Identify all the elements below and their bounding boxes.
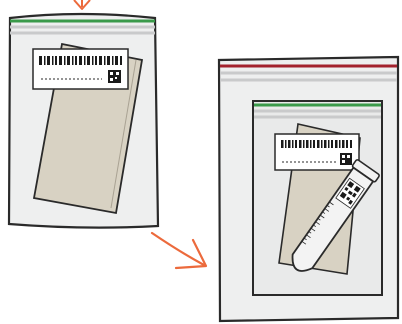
arrow-down-icon: [74, 0, 90, 9]
outer-barcode-label: [275, 134, 359, 170]
qr-code-icon: [340, 153, 352, 165]
inner-bag: [9, 14, 158, 228]
inner-barcode-label: [33, 49, 128, 89]
arrow-down-right-icon: [152, 233, 206, 268]
qr-code-icon: [108, 70, 121, 83]
outer-bag: [219, 57, 398, 321]
